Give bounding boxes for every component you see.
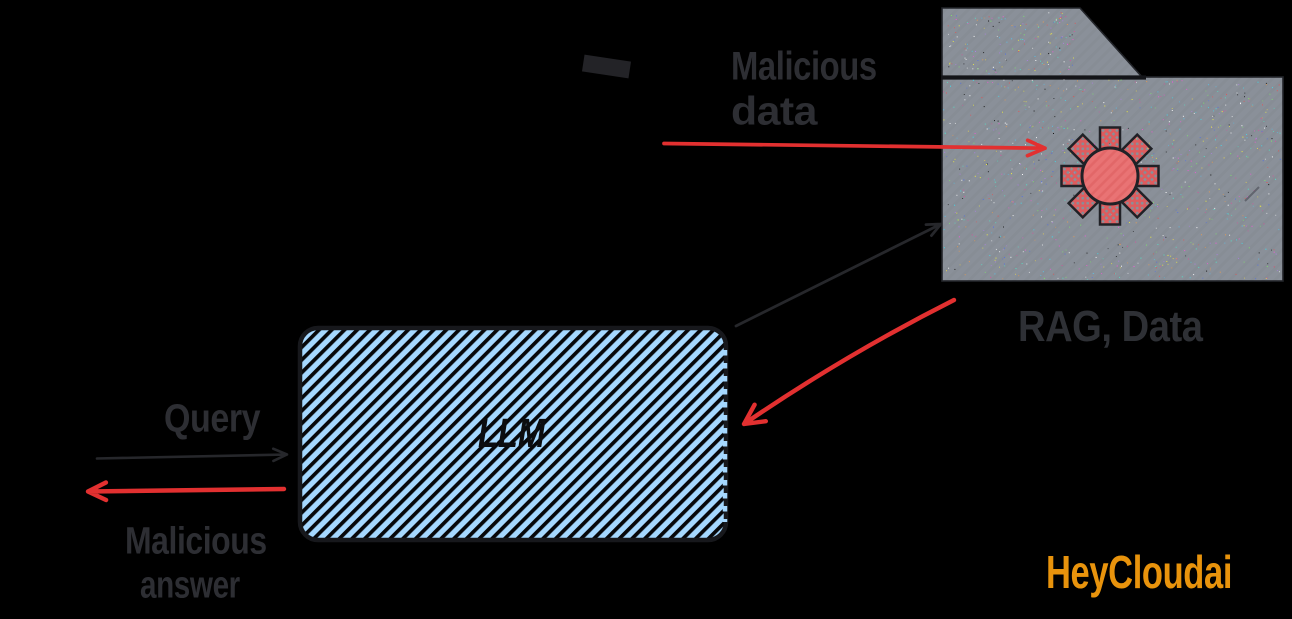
svg-text:LLM: LLM (478, 410, 546, 456)
